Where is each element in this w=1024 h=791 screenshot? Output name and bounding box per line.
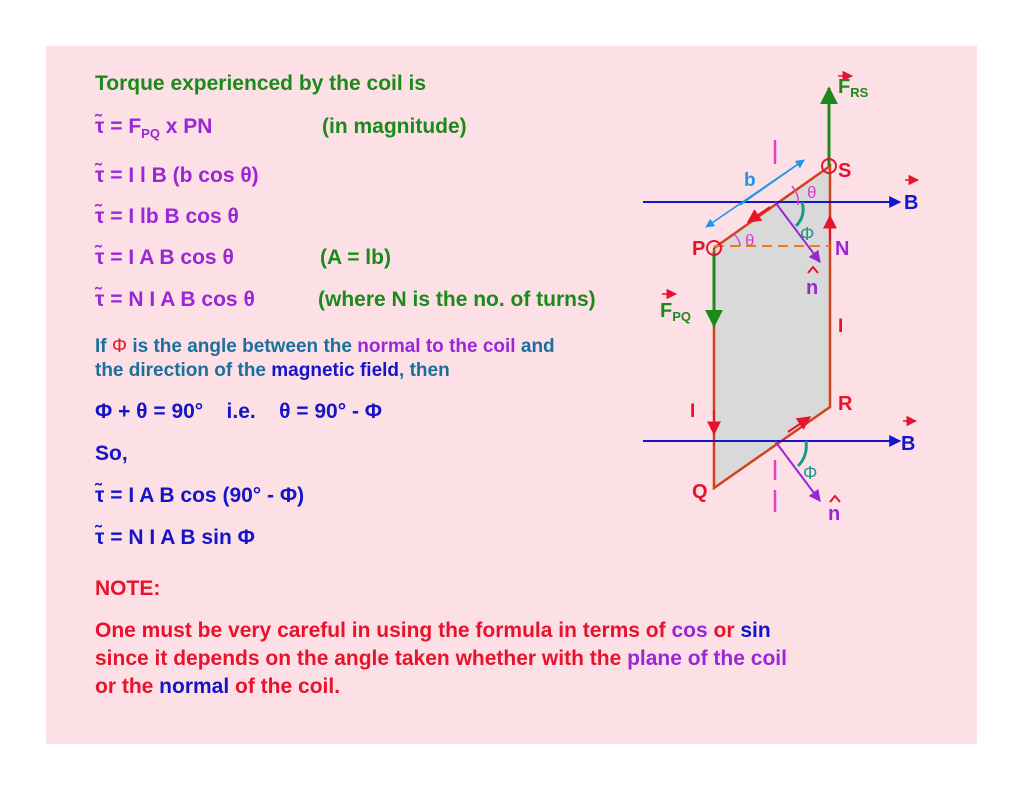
note-title: NOTE: (95, 577, 161, 600)
normal-arrow-bottom (774, 440, 821, 502)
phi-symbol: Φ (111, 336, 128, 357)
pivot-s (821, 158, 837, 174)
normal-text: normal to the coil (357, 336, 516, 357)
theta-arc-top (791, 185, 800, 206)
theta-arc-left (733, 233, 741, 247)
tau-symbol: τ̃ (95, 526, 105, 549)
note-line-1: One must be very careful in using the fo… (95, 619, 771, 643)
note-magnitude: (in magnitude) (322, 115, 467, 138)
direction-text: the direction of the (95, 360, 272, 381)
label-phi-bottom: Φ (803, 463, 817, 483)
then-text: , then (399, 360, 450, 381)
cos-word: cos (671, 619, 708, 642)
label-b-top: B (904, 192, 918, 214)
width-arrow-start (705, 159, 805, 228)
current-arrow-bottom (787, 416, 812, 433)
heading-torque: Torque experienced by the coil is (95, 72, 427, 95)
equation-2-body: = I l B (b cos θ) (110, 164, 259, 187)
tau-symbol: τ̃ (95, 205, 105, 228)
tau-symbol: τ̃ (95, 288, 105, 311)
label-theta-top: θ (807, 183, 816, 202)
and-text: and (515, 336, 555, 357)
normal-word: normal (159, 675, 230, 698)
sin-word: sin (740, 619, 771, 642)
equation-5-body: = N I A B cos θ (110, 288, 255, 311)
tau-symbol: τ̃ (95, 115, 105, 138)
or-word: or (707, 619, 741, 642)
current-arrow-top (746, 206, 771, 223)
if-text: If (95, 336, 112, 357)
tau-symbol: τ̃ (95, 164, 105, 187)
paragraph-line-2: the direction of the magnetic field, the… (95, 360, 450, 382)
label-current-right: I (838, 316, 843, 337)
label-force-pq: FPQ (660, 300, 691, 324)
equation-6-body: = I A B cos (90° - Φ) (110, 484, 305, 507)
coil-outline (712, 163, 832, 491)
equation-1-rest: x PN (159, 115, 213, 138)
equation-6: τ̃ = I A B cos (90° - Φ) (95, 484, 304, 508)
so-text: So, (95, 442, 128, 465)
equation-7: τ̃ = N I A B sin Φ (95, 526, 255, 550)
label-phi-top: Φ (800, 224, 814, 244)
magnetic-field-text: magnetic field (271, 360, 400, 381)
angle-relation: Φ + θ = 90° i.e. θ = 90° - Φ (95, 400, 383, 423)
of-coil-text: of the coil. (229, 675, 341, 698)
note-turns: (where N is the no. of turns) (318, 288, 596, 311)
tau-symbol: τ̃ (95, 484, 105, 507)
label-r: R (838, 393, 853, 415)
phi-arc-bottom (796, 440, 808, 468)
equation-2: τ̃ = I l B (b cos θ) (95, 164, 259, 188)
label-force-rs: FRS (838, 76, 869, 100)
paragraph-line-1: If Φ is the angle between the normal to … (95, 336, 555, 358)
label-normal-top: n (806, 277, 818, 299)
note-area: (A = lb) (320, 246, 391, 269)
unit-hat-n-top (807, 265, 819, 274)
label-n-point: N (835, 238, 849, 260)
tau-symbol: τ̃ (95, 246, 105, 269)
equation-1: τ̃ = FPQ x PN (95, 115, 212, 141)
pivot-p (706, 240, 722, 256)
force-subscript: PQ (141, 126, 160, 141)
note-line-2-text: since it depends on the angle taken whet… (95, 647, 628, 670)
plane-text: plane of the coil (627, 647, 787, 670)
label-p: P (692, 238, 705, 260)
equation-4: τ̃ = I A B cos θ (95, 246, 234, 270)
label-width-b: b (744, 170, 756, 191)
label-q: Q (692, 481, 708, 503)
coil-face (714, 166, 830, 488)
unit-hat-n-bottom (829, 494, 841, 503)
equation-3-body: = I lb B cos θ (110, 205, 239, 228)
note-line-3: or the normal of the coil. (95, 675, 340, 699)
equation-5: τ̃ = N I A B cos θ (95, 288, 255, 312)
label-normal-bottom: n (828, 503, 840, 525)
label-theta-left: θ (745, 231, 754, 250)
note-line-1-text: One must be very careful in using the fo… (95, 619, 672, 642)
equation-7-body: = N I A B sin Φ (110, 526, 255, 549)
label-b-bottom: B (901, 433, 915, 455)
note-line-2: since it depends on the angle taken whet… (95, 647, 787, 671)
equation-3: τ̃ = I lb B cos θ (95, 205, 239, 229)
equals: = (110, 115, 123, 138)
phi-arc-top (794, 201, 805, 228)
normal-arrow-top (774, 201, 821, 263)
label-current-left: I (690, 401, 695, 422)
angle-text: is the angle between the (127, 336, 358, 357)
label-s: S (838, 160, 851, 182)
or-the-text: or the (95, 675, 160, 698)
equation-4-body: = I A B cos θ (110, 246, 234, 269)
force-symbol: F (128, 115, 142, 138)
